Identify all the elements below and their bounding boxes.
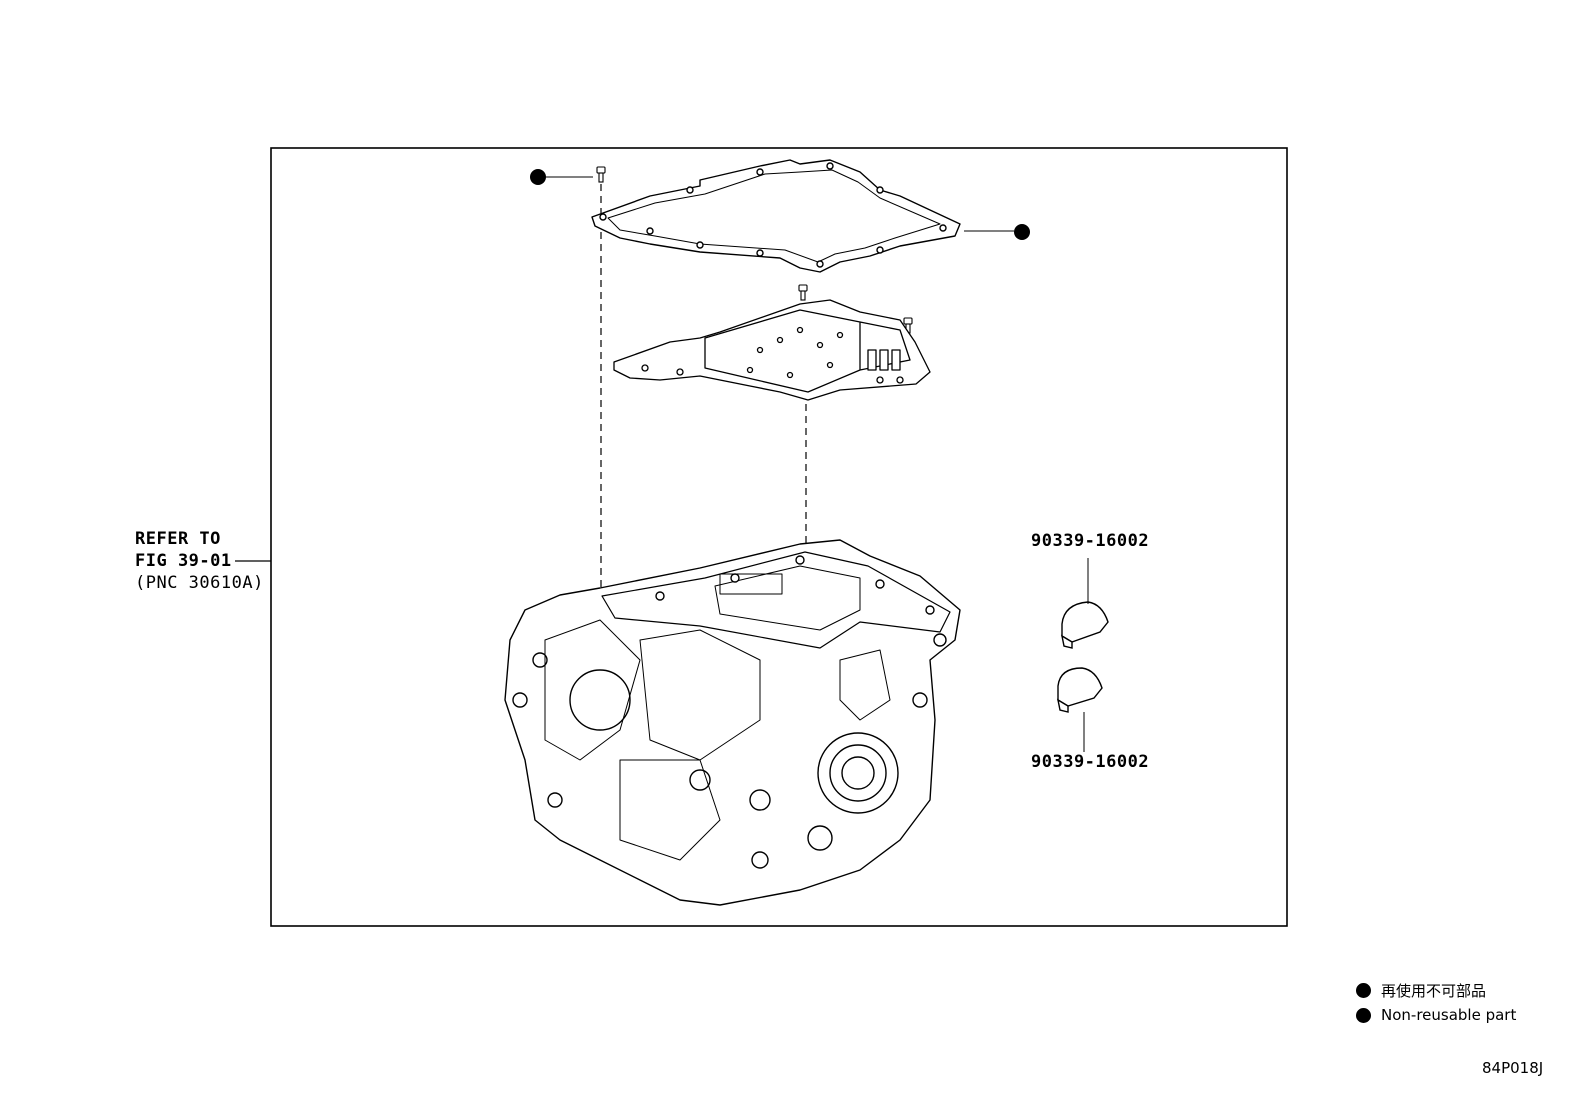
valve-body — [613, 299, 931, 401]
oil-pan-cover — [591, 159, 961, 273]
legend-english-text: Non-reusable part — [1381, 1006, 1517, 1024]
legend-japanese: 再使用不可部品 — [1356, 980, 1486, 1001]
refer-pnc-label: (PNC 30610A) — [135, 573, 264, 593]
non-reusable-marker-gasket — [964, 224, 1030, 240]
plug-lower — [1057, 667, 1103, 752]
non-reusable-dot-icon — [1356, 983, 1371, 998]
non-reusable-marker-bolt — [530, 169, 593, 185]
non-reusable-dot-icon — [1356, 1007, 1371, 1023]
refer-fig-label[interactable]: FIG 39-01 — [135, 551, 232, 571]
refer-to-label: REFER TO — [135, 529, 221, 549]
part-number-lower[interactable]: 90339-16002 — [1031, 752, 1150, 772]
diagram-frame — [270, 147, 1288, 927]
figure-code: 84P018J — [1482, 1059, 1544, 1077]
transaxle-case — [504, 539, 961, 906]
bolt-icon — [798, 284, 808, 301]
plug-upper — [1061, 588, 1109, 649]
part-number-upper[interactable]: 90339-16002 — [1031, 531, 1150, 551]
legend-japanese-text: 再使用不可部品 — [1381, 982, 1487, 1000]
legend-english: Non-reusable part — [1356, 1006, 1516, 1024]
bolt-icon — [596, 166, 606, 183]
